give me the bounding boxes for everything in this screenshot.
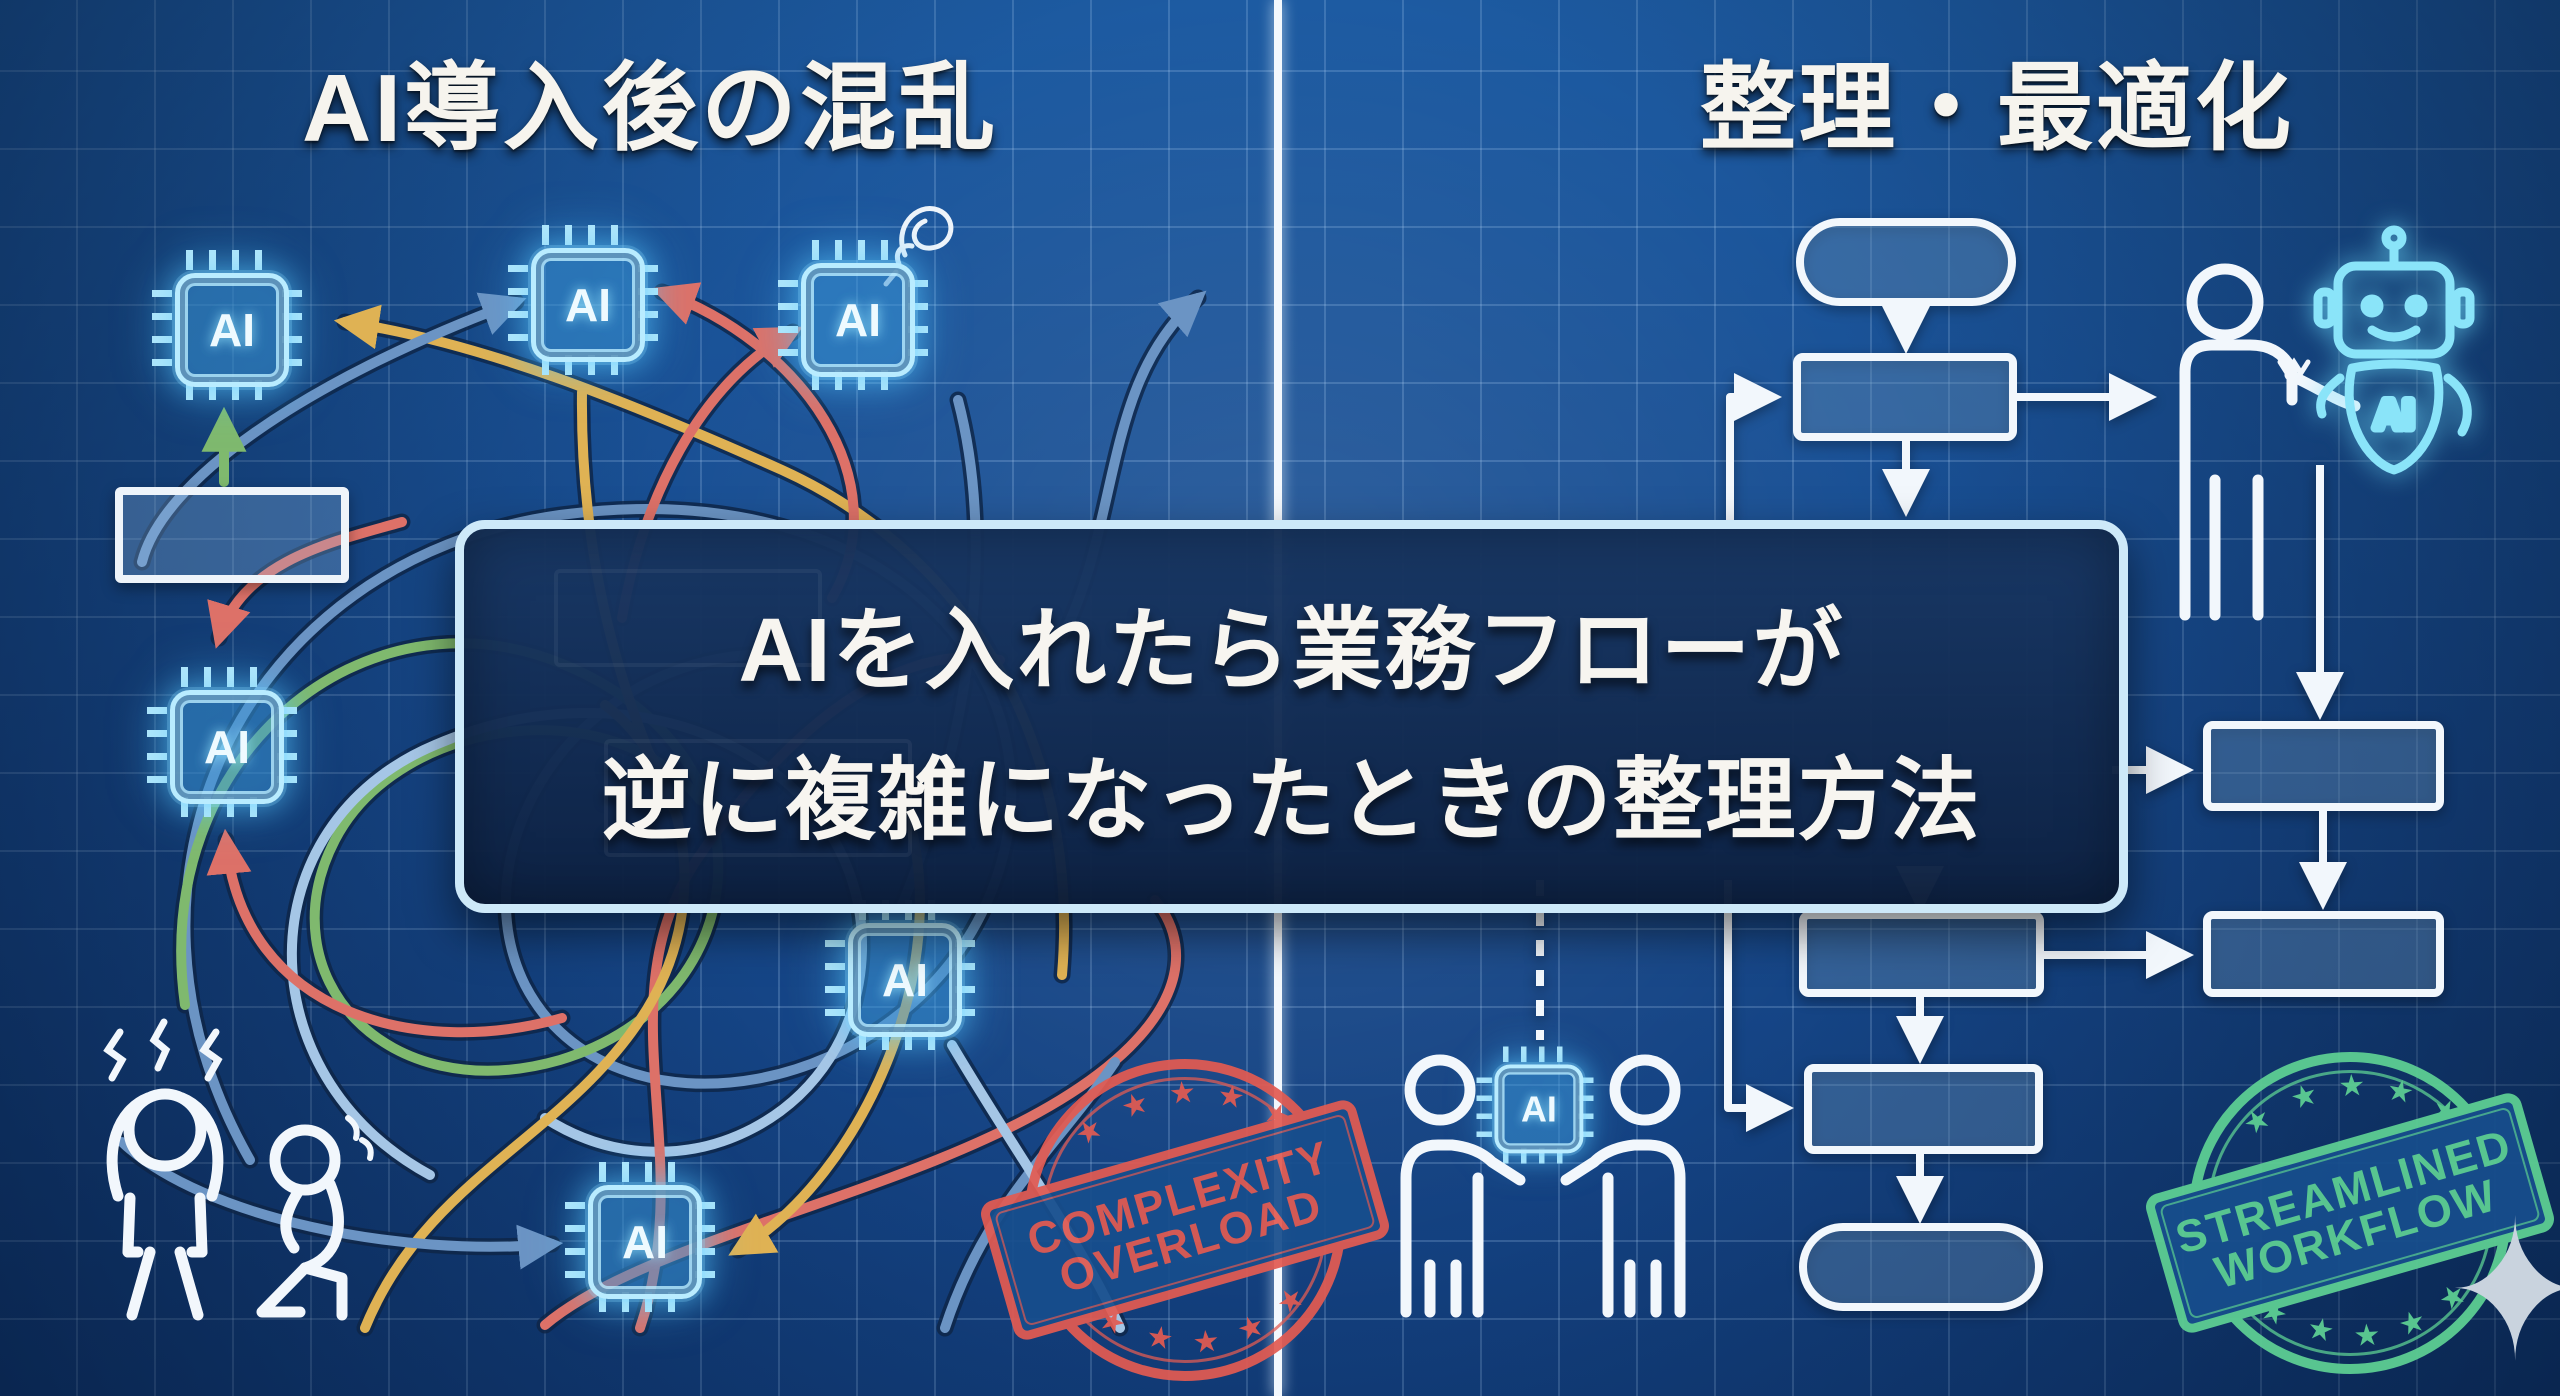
despairing-person-icon: [256, 1124, 348, 1321]
stressed-person-icon: [106, 1088, 224, 1321]
ai-chip-icon: AI: [1476, 1046, 1594, 1164]
ai-chip-icon: AI: [508, 225, 658, 375]
chip-label: AI: [209, 304, 255, 356]
end-node: [1799, 1223, 2043, 1311]
chip-label: AI: [204, 721, 250, 773]
star-icon: ★: [2337, 1069, 2367, 1104]
chip-label: AI: [1520, 1088, 1557, 1130]
chip-label: AI: [622, 1216, 668, 1268]
star-icon: ★: [1191, 1324, 1222, 1360]
process-box: [115, 487, 349, 583]
star-icon: ★: [1167, 1075, 1198, 1111]
star-icon: ★: [2383, 1072, 2417, 1111]
scribble-icon: [883, 206, 954, 287]
star-icon: ★: [2352, 1318, 2382, 1353]
process-node: [2203, 911, 2444, 997]
chip-label: AI: [835, 294, 881, 346]
right-panel-title: 整理・最適化: [1700, 55, 2294, 162]
banner-title-line1: AIを入れたら業務フローが: [738, 600, 1845, 701]
star-icon: ★: [1215, 1078, 1247, 1116]
star-icon: ★: [1143, 1319, 1176, 1357]
ai-chip-icon: AI: [778, 240, 928, 390]
person-giving-icon: [1400, 1054, 1526, 1318]
center-banner: AIを入れたら業務フローが 逆に複雑になったときの整理方法: [455, 520, 2128, 913]
chip-label: AI: [565, 279, 611, 331]
robot-icon: AI: [2313, 225, 2475, 475]
ai-chip-icon: AI: [152, 250, 302, 400]
chip-label: AI: [882, 954, 928, 1006]
handshake-sparkle-icon: [2277, 357, 2311, 378]
person-receiving-icon: [1560, 1054, 1686, 1318]
star-icon: ★: [2304, 1311, 2338, 1349]
sparkle-icon: ✦: [2448, 1195, 2560, 1388]
ai-chip-icon: AI: [147, 667, 297, 817]
left-panel-title: AI導入後の混乱: [302, 55, 998, 162]
complexity-stamp: ★ ★ ★ ★ ★ ★ ★ ★ ★ ★ COMPLEXITY OVERLOAD: [977, 1041, 1393, 1396]
sweat-marks-icon: [345, 1115, 374, 1161]
ai-chip-icon: AI: [565, 1162, 715, 1312]
stress-marks-icon: [103, 1018, 223, 1082]
robot-chest-label: AI: [2374, 393, 2414, 437]
banner-title-line2: 逆に複雑になったときの整理方法: [601, 750, 1982, 851]
